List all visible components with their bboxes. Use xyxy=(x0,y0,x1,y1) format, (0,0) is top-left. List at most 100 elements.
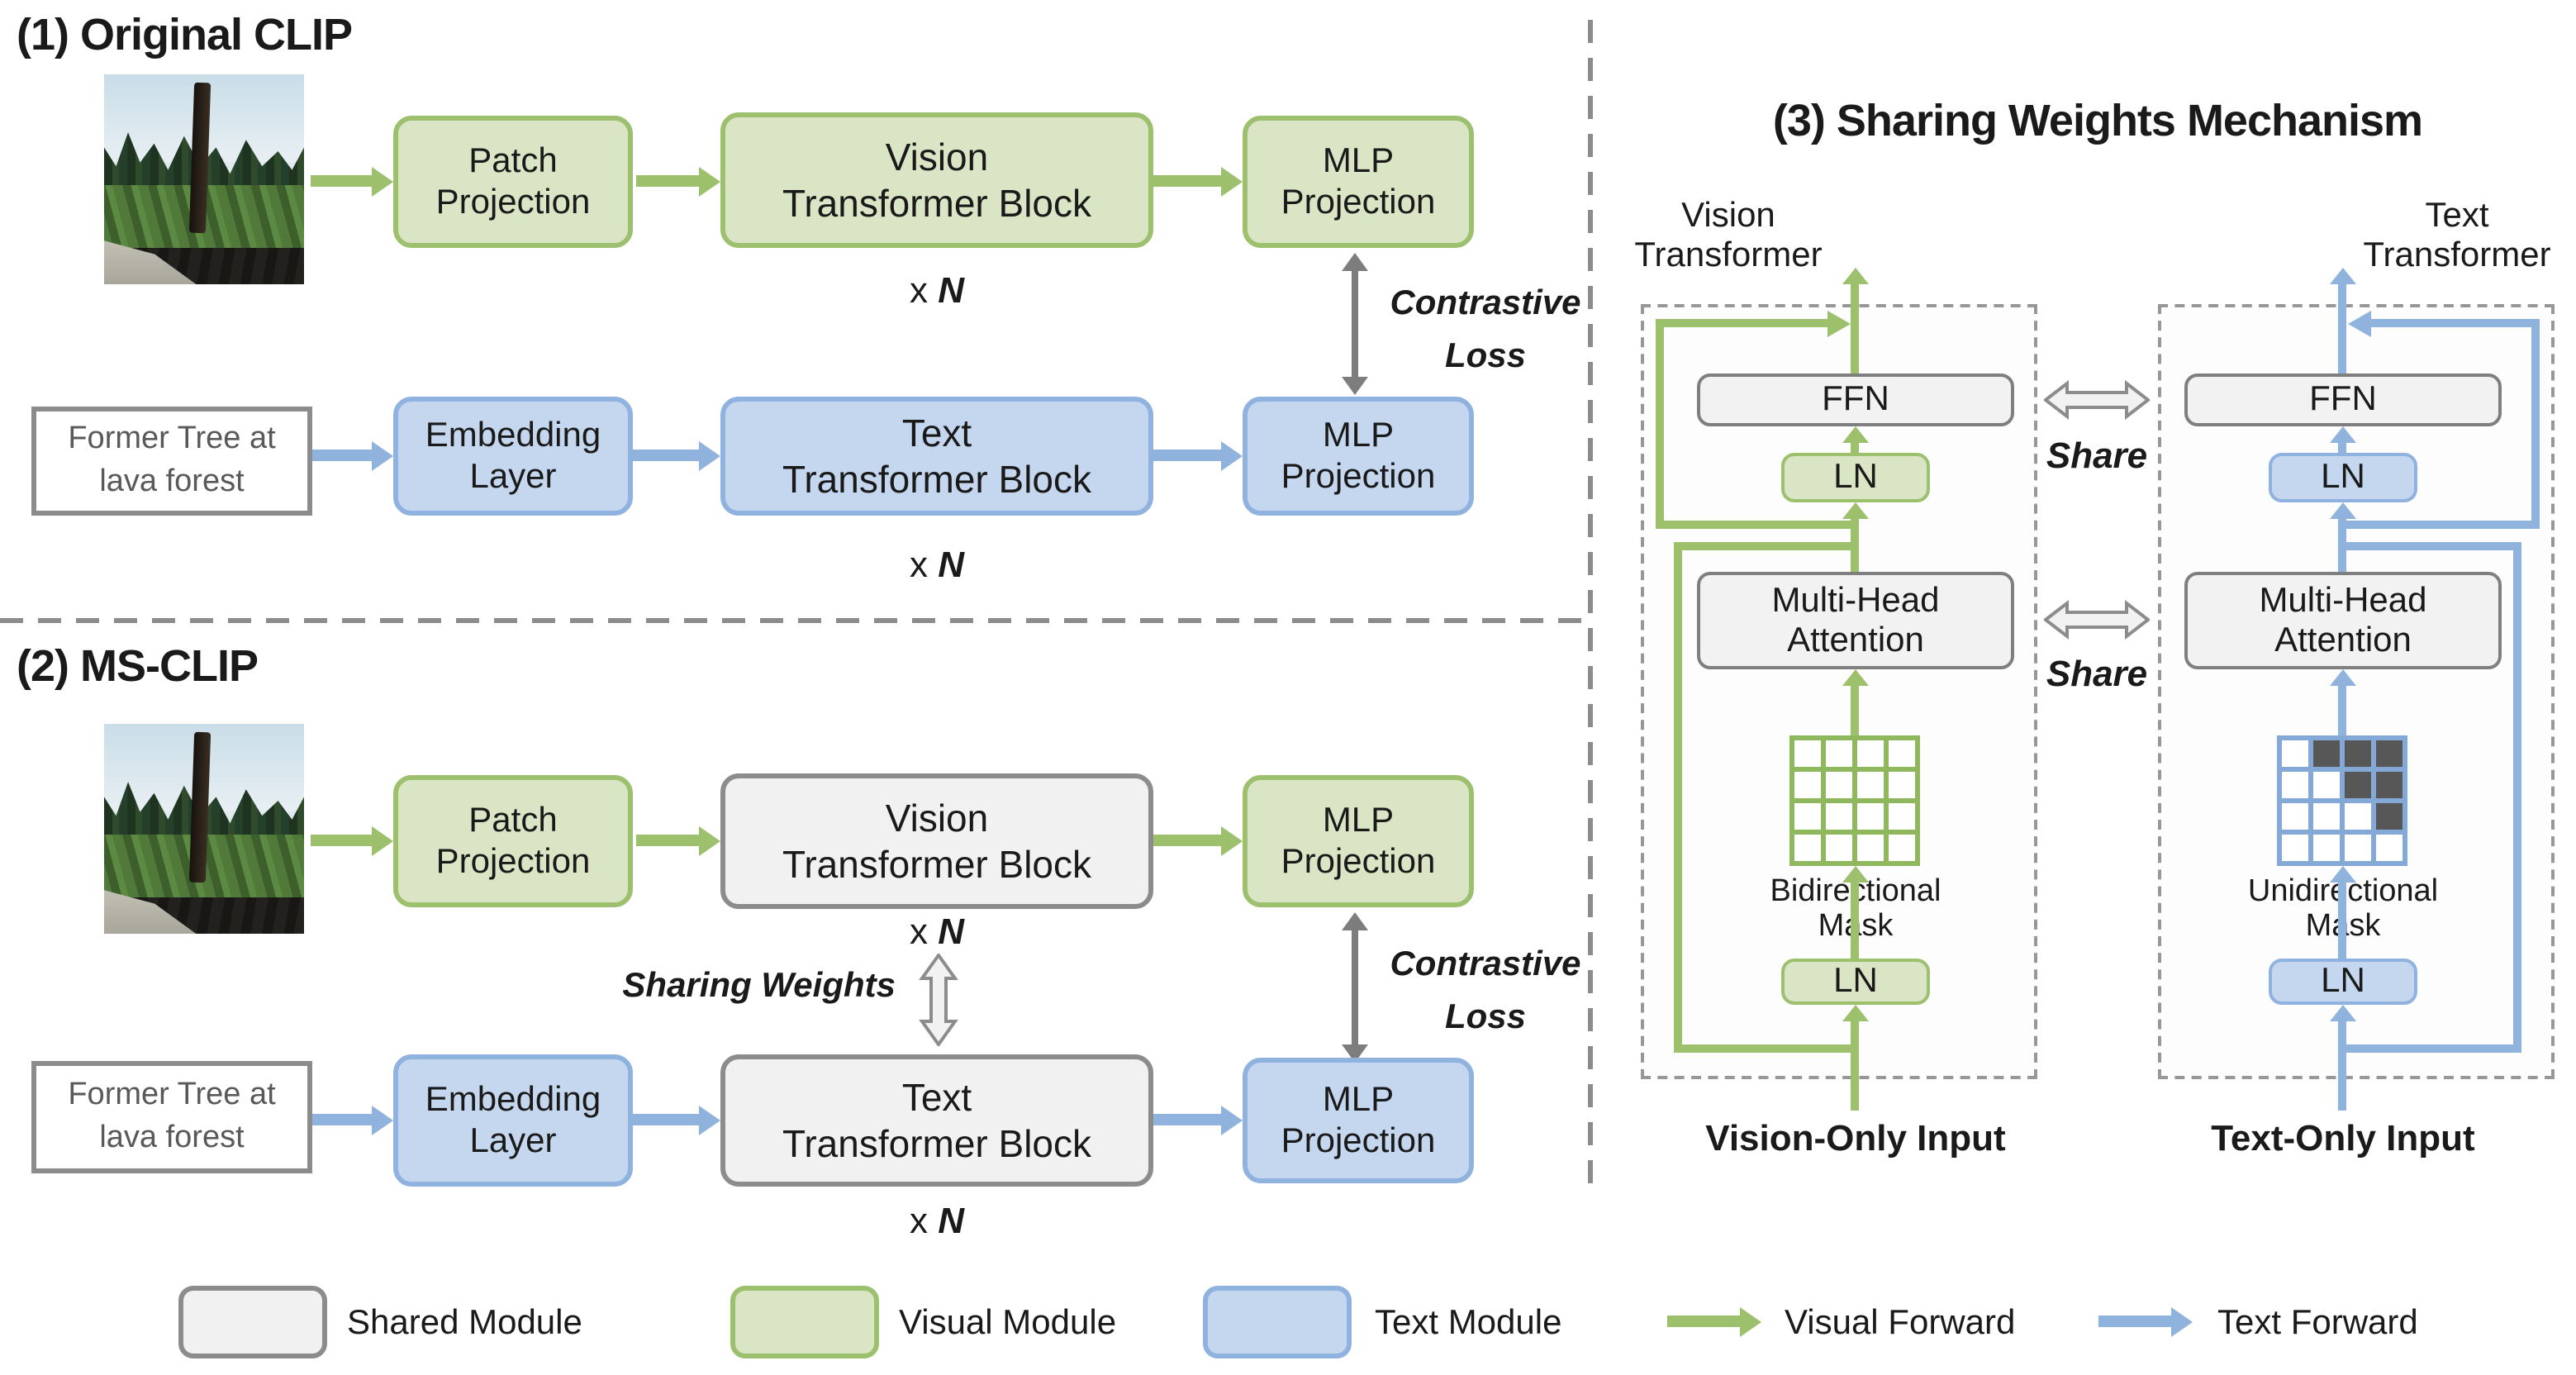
sample-photo xyxy=(104,74,304,284)
text-input-arrow xyxy=(2338,1021,2346,1111)
vision-transformer-dashed-box xyxy=(1641,304,2037,1079)
flow-arrow-up xyxy=(2338,519,2346,572)
legend-visual-label: Visual Module xyxy=(899,1304,1117,1342)
panel1-title: (1) Original CLIP xyxy=(17,10,353,59)
text-forward-arrow xyxy=(633,450,699,461)
text-skip-line xyxy=(2531,319,2540,529)
mask-cell-open xyxy=(2313,803,2340,830)
vision-skip-line xyxy=(1674,542,1856,550)
mask-cell-open xyxy=(1889,772,1915,798)
text-forward-arrow xyxy=(1153,1114,1221,1125)
column-label-line: Vision xyxy=(1681,197,1775,235)
text-skip-line xyxy=(2513,542,2521,1053)
text-skip-line xyxy=(2343,521,2540,529)
repeat-n: N xyxy=(938,911,964,952)
mlp-projection-text-box: MLP Projection xyxy=(1243,1058,1474,1183)
unidirectional-mask-grid xyxy=(2277,735,2407,866)
box-label: Projection xyxy=(435,183,591,221)
mask-cell-masked xyxy=(2376,772,2403,798)
repeat-x: x xyxy=(909,911,928,952)
contrastive-loss-label: Contrastive Loss xyxy=(1381,278,1590,383)
box-label: Embedding xyxy=(425,416,601,454)
text-forward-arrow xyxy=(312,1114,372,1125)
box-label: Transformer Block xyxy=(782,182,1092,225)
contrastive-loss-label: Contrastive Loss xyxy=(1381,939,1590,1044)
vision-input-arrow xyxy=(1851,1021,1859,1111)
box-label: Transformer Block xyxy=(782,1122,1092,1165)
text-transformer-block-box: Text Transformer Block xyxy=(720,397,1153,516)
mask-cell-open xyxy=(1794,740,1821,767)
box-label: MLP xyxy=(1322,802,1395,840)
shared-text-transformer-block-box: Text Transformer Block xyxy=(720,1054,1153,1187)
repeat-n-label: x N xyxy=(720,269,1153,312)
multi-head-attention-box-vision: Multi-Head Attention xyxy=(1697,572,2014,669)
mask-cell-open xyxy=(1794,803,1821,830)
contrastive-loss-arrow xyxy=(1352,271,1358,377)
mask-cell-masked xyxy=(2345,740,2371,767)
loss-line: Loss xyxy=(1444,998,1526,1036)
repeat-n: N xyxy=(938,269,964,311)
box-label: Attention xyxy=(1787,621,1924,659)
legend-text-forward-label: Text Forward xyxy=(2217,1304,2418,1342)
patch-projection-box: Patch Projection xyxy=(393,116,633,248)
legend-text-swatch xyxy=(1203,1286,1352,1358)
mask-cell-open xyxy=(1857,835,1884,861)
vision-skip-line xyxy=(1656,319,1827,327)
mask-cell-open xyxy=(1889,803,1915,830)
sample-photo xyxy=(104,724,304,934)
vision-skip-line xyxy=(1656,319,1664,529)
repeat-n-label: x N xyxy=(720,1200,1153,1243)
box-label: Projection xyxy=(1281,1122,1436,1160)
mlp-projection-vision-box: MLP Projection xyxy=(1243,775,1474,907)
box-label: Attention xyxy=(2274,621,2412,659)
mask-cell-masked xyxy=(2345,772,2371,798)
mask-cell-open xyxy=(2313,772,2340,798)
mask-cell-open xyxy=(2345,803,2371,830)
loss-line: Contrastive xyxy=(1390,945,1581,983)
mask-cell-masked xyxy=(2376,803,2403,830)
loss-line: Contrastive xyxy=(1390,284,1581,322)
vision-only-input-label: Vision-Only Input xyxy=(1705,1117,2006,1159)
flow-arrow-up xyxy=(1851,443,1859,453)
input-text-line: lava forest xyxy=(99,464,245,499)
mask-cell-open xyxy=(1857,740,1884,767)
sharing-weights-double-arrow xyxy=(919,954,958,1046)
legend-shared-swatch xyxy=(178,1286,327,1358)
ln-box-vision-lower: LN xyxy=(1781,959,1930,1005)
mask-cell-open xyxy=(1826,772,1852,798)
column-label-line: Transformer xyxy=(2363,236,2551,274)
repeat-n: N xyxy=(938,544,964,585)
repeat-n-label: x N xyxy=(720,544,1153,587)
box-label: Vision xyxy=(885,797,989,840)
mask-cell-open xyxy=(1826,803,1852,830)
mlp-projection-vision-box: MLP Projection xyxy=(1243,116,1474,248)
repeat-x: x xyxy=(909,269,928,311)
repeat-n-label: x N xyxy=(720,911,1153,954)
mlp-projection-text-box: MLP Projection xyxy=(1243,397,1474,516)
share-double-arrow-mha xyxy=(2044,600,2150,640)
mask-cell-masked xyxy=(2313,740,2340,767)
sharing-weights-label: Sharing Weights xyxy=(622,967,896,1005)
column-label-line: Transformer xyxy=(1634,236,1823,274)
vision-output-arrow xyxy=(1851,284,1859,373)
mask-cell-open xyxy=(2345,835,2371,861)
flow-arrow-up xyxy=(2338,883,2346,959)
mask-cell-open xyxy=(1857,772,1884,798)
legend-text-label: Text Module xyxy=(1375,1304,1562,1342)
text-transformer-dashed-box xyxy=(2158,304,2555,1079)
legend-shared-label: Shared Module xyxy=(347,1304,582,1342)
box-label: Projection xyxy=(1281,843,1436,881)
share-double-arrow-ffn xyxy=(2044,380,2150,420)
text-skip-arrowhead xyxy=(2348,310,2371,336)
bidirectional-mask-grid xyxy=(1789,735,1920,866)
box-label: Projection xyxy=(435,843,591,881)
box-label: Text xyxy=(901,1076,972,1119)
text-transformer-column-label: Text Transformer xyxy=(2336,197,2576,276)
flow-arrow-up xyxy=(2338,686,2346,735)
text-skip-line xyxy=(2343,542,2521,550)
text-forward-arrow xyxy=(633,1114,699,1125)
flow-arrow-up xyxy=(1851,883,1859,959)
visual-forward-arrow xyxy=(1153,175,1221,187)
column-label-line: Text xyxy=(2425,197,2489,235)
